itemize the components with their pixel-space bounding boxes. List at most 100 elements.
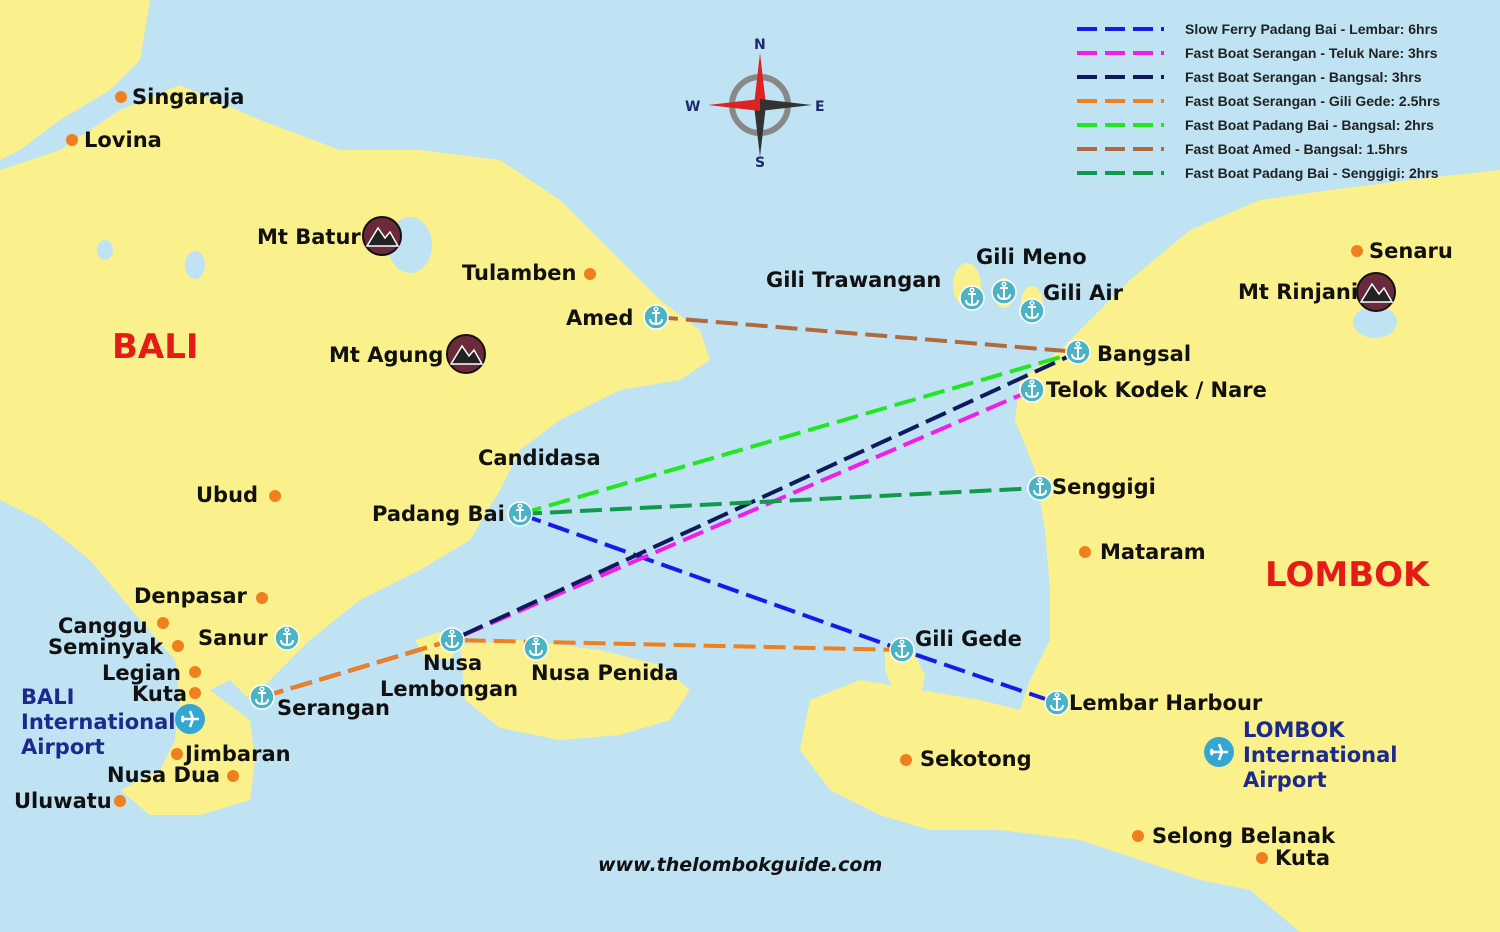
airplane-icon [175, 704, 205, 734]
anchor-icon [1044, 690, 1070, 716]
anchor-icon [1065, 339, 1091, 365]
town-dot [115, 91, 127, 103]
town-label-lovina: Lovina [84, 128, 162, 152]
airport-label-lombok-3: Airport [1243, 768, 1327, 792]
route-line [519, 486, 1041, 516]
town-dot [1351, 245, 1363, 257]
route-line [655, 315, 1079, 354]
airport-label-lombok-1: LOMBOK [1243, 718, 1345, 742]
town-dot [1256, 852, 1268, 864]
port-label-nusa-penida: Nusa Penida [531, 661, 679, 685]
anchor-icon [274, 625, 300, 651]
mountain-icon [362, 216, 402, 256]
lake-buyan [97, 240, 113, 260]
town-label-sekotong: Sekotong [920, 747, 1032, 771]
town-dot [1132, 830, 1144, 842]
legend-label: Fast Boat Padang Bai - Senggigi: 2hrs [1185, 165, 1439, 181]
town-label-senaru: Senaru [1369, 239, 1453, 263]
compass-west: W [685, 99, 700, 115]
anchor-icon [959, 285, 985, 311]
mountain-icon [446, 334, 486, 374]
airport-label-lombok-2: International [1243, 743, 1398, 767]
mountains: Mt Batur Mt Agung Mt Rinjani [257, 216, 1396, 374]
airport-label-bali-1: BALI [21, 685, 74, 709]
port-label-padang-bai: Padang Bai [372, 502, 505, 526]
legend-label: Fast Boat Serangan - Teluk Nare: 3hrs [1185, 45, 1438, 61]
port-label-senggigi: Senggigi [1052, 475, 1156, 499]
legend-label: Slow Ferry Padang Bai - Lembar: 6hrs [1185, 21, 1438, 37]
compass-north: N [754, 37, 766, 53]
town-dot [269, 490, 281, 502]
town-dot [900, 754, 912, 766]
town-label-singaraja: Singaraja [132, 85, 244, 109]
port-label-teluk-kodek: Telok Kodek / Nare [1046, 378, 1267, 402]
mountain-icon [1356, 272, 1396, 312]
town-label-selong-belanak: Selong Belanak [1152, 824, 1336, 848]
town-dot [584, 268, 596, 280]
anchor-icon [507, 501, 533, 527]
town-label-denpasar: Denpasar [134, 584, 247, 608]
gili-label-meno: Gili Meno [976, 245, 1087, 269]
airport-label-bali-2: International [21, 710, 176, 734]
town-label-seminyak: Seminyak [48, 635, 164, 659]
gili-label-air: Gili Air [1043, 281, 1124, 305]
port-label-amed: Amed [566, 306, 633, 330]
bali-main [0, 85, 710, 815]
route-legend: Slow Ferry Padang Bai - Lembar: 6hrsFast… [1077, 21, 1440, 181]
compass-needle-west [708, 99, 760, 111]
town-label-nusa-dua: Nusa Dua [107, 763, 220, 787]
route-line [519, 350, 1079, 516]
town-dot [171, 748, 183, 760]
bali-airport: BALI International Airport [21, 685, 205, 759]
town-label-canggu: Canggu [58, 614, 148, 638]
compass-rose: N S E W [685, 37, 825, 171]
port-label-lembar: Lembar Harbour [1069, 691, 1263, 715]
legend-label: Fast Boat Padang Bai - Bangsal: 2hrs [1185, 117, 1434, 133]
nusa-penida [460, 640, 690, 740]
town-dot [227, 770, 239, 782]
port-label-bangsal: Bangsal [1097, 342, 1191, 366]
island-label-lombok: LOMBOK [1265, 555, 1431, 595]
town-label-kuta-lombok: Kuta [1275, 846, 1330, 870]
town-label-jimbaran: Jimbaran [183, 742, 291, 766]
anchor-icon [1027, 475, 1053, 501]
compass-needle-north [754, 53, 766, 105]
town-label-uluwatu: Uluwatu [14, 789, 112, 813]
compass-east: E [815, 99, 825, 115]
towns: Singaraja Lovina Tulamben Candidasa Ubud… [14, 85, 1453, 870]
ports [249, 279, 1091, 716]
website-url[interactable]: www.thelombokguide.com [598, 854, 882, 876]
mountain-label-rinjani: Mt Rinjani [1238, 280, 1358, 304]
airplane-icon [1204, 737, 1234, 767]
gili-label-trawangan: Gili Trawangan [766, 268, 941, 292]
compass-south: S [755, 155, 765, 171]
town-label-legian: Legian [102, 661, 181, 685]
legend-label: Fast Boat Serangan - Gili Gede: 2.5hrs [1185, 93, 1440, 109]
town-label-kuta-bali: Kuta [132, 682, 187, 706]
island-label-bali: BALI [112, 327, 199, 367]
compass-needle-south [754, 105, 766, 157]
anchor-icon [439, 627, 465, 653]
legend-label: Fast Boat Amed - Bangsal: 1.5hrs [1185, 141, 1408, 157]
anchor-icon [1019, 377, 1045, 403]
bali-landmass [0, 0, 150, 160]
lake-bratan [185, 251, 205, 279]
anchor-icon [1019, 298, 1045, 324]
town-dot [256, 592, 268, 604]
anchor-icon [643, 304, 669, 330]
port-label-nusa: Nusa [423, 651, 482, 675]
town-dot [1079, 546, 1091, 558]
port-label-serangan: Serangan [277, 696, 390, 720]
anchor-icon [889, 637, 915, 663]
port-labels: Amed Padang Bai Sanur Serangan Nusa Lemb… [198, 245, 1267, 720]
mountain-label-agung: Mt Agung [329, 343, 443, 367]
town-dot [172, 640, 184, 652]
compass-needle-east [760, 99, 812, 111]
town-dot [189, 687, 201, 699]
town-dot [189, 666, 201, 678]
anchor-icon [249, 684, 275, 710]
port-label-lembongan: Lembongan [380, 677, 518, 701]
lombok-main [800, 170, 1500, 932]
town-label-candidasa: Candidasa [478, 446, 601, 470]
port-label-gili-gede: Gili Gede [915, 627, 1022, 651]
